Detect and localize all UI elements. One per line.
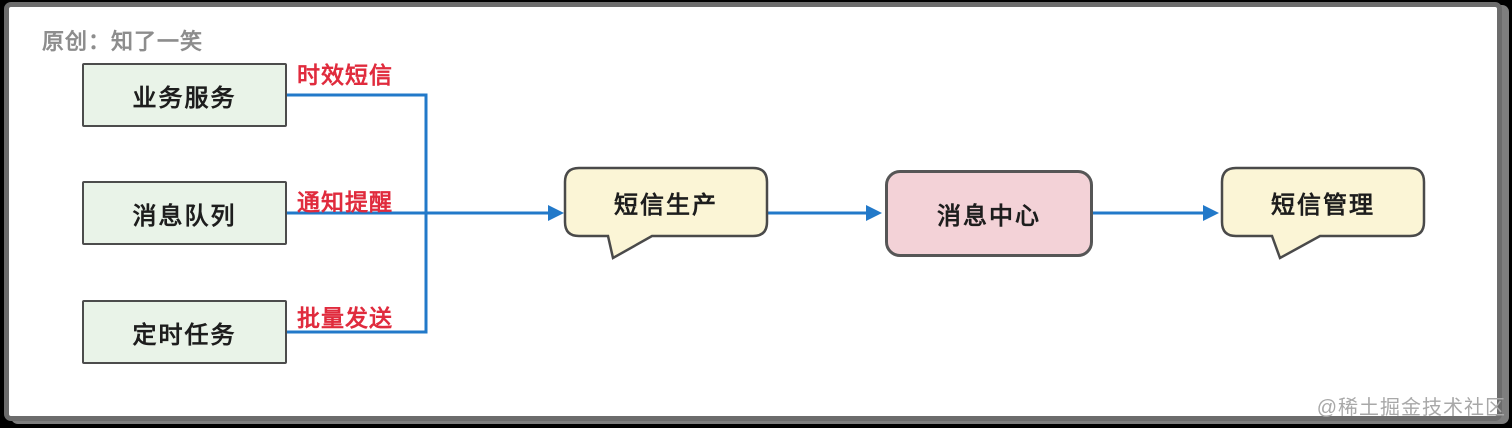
node-message-queue: 消息队列 bbox=[82, 181, 287, 245]
node-message-center: 消息中心 bbox=[885, 170, 1093, 257]
node-business-service: 业务服务 bbox=[82, 63, 287, 127]
node-sms-producer: 短信生产 bbox=[614, 191, 718, 219]
watermark: @稀土掘金技术社区 bbox=[1316, 397, 1506, 419]
edge-label-timely-sms: 时效短信 bbox=[297, 62, 393, 88]
author-credit: 原创：知了一笑 bbox=[42, 29, 204, 54]
edge-label-notification: 通知提醒 bbox=[297, 189, 393, 215]
node-sms-manager: 短信管理 bbox=[1271, 191, 1375, 219]
node-scheduled-task: 定时任务 bbox=[82, 300, 287, 364]
edge-label-batch-send: 批量发送 bbox=[297, 305, 393, 331]
